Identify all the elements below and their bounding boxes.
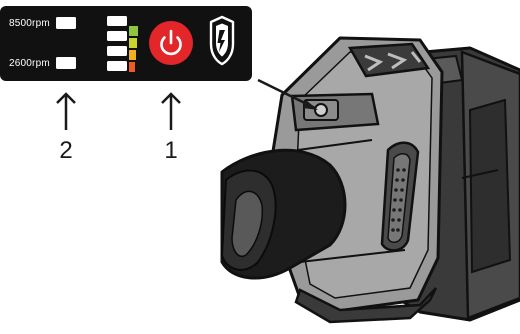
charge-led-4: [107, 61, 127, 71]
blower-nozzle: [220, 148, 347, 280]
charge-led-1: [107, 16, 127, 26]
charge-bar-lime: [129, 38, 137, 48]
charge-led-2: [107, 31, 127, 41]
charge-bar-red: [129, 62, 135, 72]
side-grip: [380, 141, 420, 252]
control-panel-closeup: 8500rpm 2600rpm: [0, 6, 252, 81]
speed-low-led: [56, 57, 76, 69]
charge-led-3: [107, 46, 127, 56]
shield-logo-icon: [209, 15, 235, 66]
callout-arrow-power: 1: [161, 92, 181, 164]
power-icon: [160, 29, 182, 56]
charge-indicator: [107, 16, 138, 72]
charge-bar-green: [129, 26, 138, 36]
callout-number-speed: 2: [59, 137, 72, 164]
speed-high-label: 8500rpm: [9, 18, 50, 29]
speed-low-label: 2600rpm: [9, 58, 50, 69]
speed-high-led: [56, 17, 76, 29]
callout-arrow-speed: 2: [56, 92, 76, 164]
callout-number-power: 1: [164, 137, 177, 164]
charge-bar-orange: [129, 50, 136, 60]
blower-device-illustration: [220, 36, 520, 324]
leader-arrowhead: [303, 100, 318, 110]
power-button[interactable]: [149, 21, 193, 65]
